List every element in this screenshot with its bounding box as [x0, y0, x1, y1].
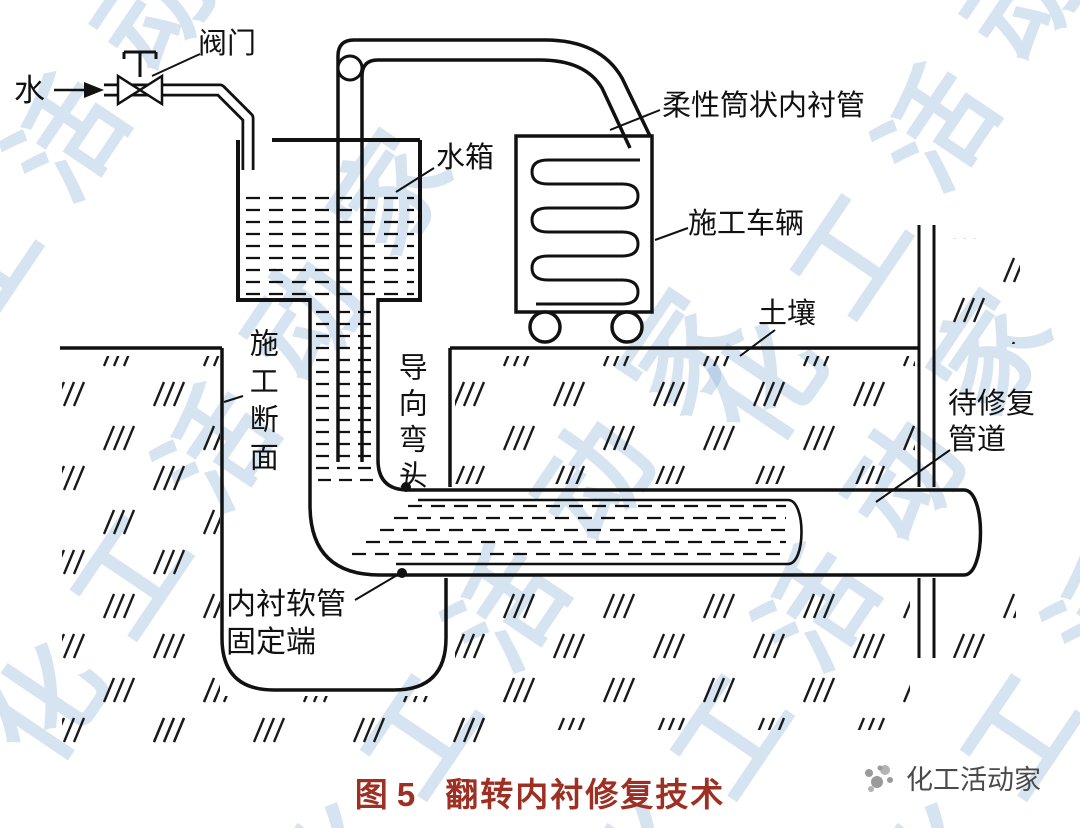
flow-arrow-icon	[84, 82, 104, 98]
brand-logo-icon	[865, 764, 893, 792]
water-tank	[236, 138, 422, 302]
label-soil: 土壤	[758, 298, 817, 330]
label-flexible-liner: 柔性筒状内衬管	[662, 90, 866, 122]
right-wall	[917, 225, 936, 658]
label-water: 水	[14, 73, 45, 108]
label-pipe-to-repair: 待修复管道	[948, 388, 1036, 457]
ground-and-pit	[60, 225, 936, 692]
wheel-icon	[610, 310, 644, 344]
inverted-liner	[396, 498, 803, 566]
wheel-icon	[528, 310, 562, 344]
brand-name: 化工活动家	[906, 765, 1041, 795]
label-water-tank: 水箱	[436, 142, 495, 174]
soil-hatching	[62, 238, 1020, 752]
label-construction-vehicle: 施工车辆	[688, 208, 805, 240]
figure-number: 图 5	[354, 776, 416, 813]
leader-lines	[151, 53, 951, 601]
pipe-end-cap	[963, 488, 983, 577]
label-guide-elbow: 导向弯头	[394, 352, 427, 496]
pulley-icon	[336, 54, 364, 82]
figure-caption: 图 5 翻转内衬修复技术	[0, 768, 1080, 816]
water-supply-and-valve	[54, 50, 255, 170]
label-construction-section: 施工断面	[245, 328, 278, 480]
label-valve: 阀门	[198, 28, 257, 60]
brand-mark: 化工活动家	[860, 758, 1041, 797]
valve-icon	[116, 50, 164, 107]
label-liner-fixed-end: 内衬软管固定端	[226, 588, 346, 659]
folded-liner	[530, 158, 640, 306]
construction-vehicle	[514, 134, 654, 344]
liner-guide-and-pulley	[336, 38, 652, 460]
figure-title: 翻转内衬修复技术	[445, 776, 726, 813]
